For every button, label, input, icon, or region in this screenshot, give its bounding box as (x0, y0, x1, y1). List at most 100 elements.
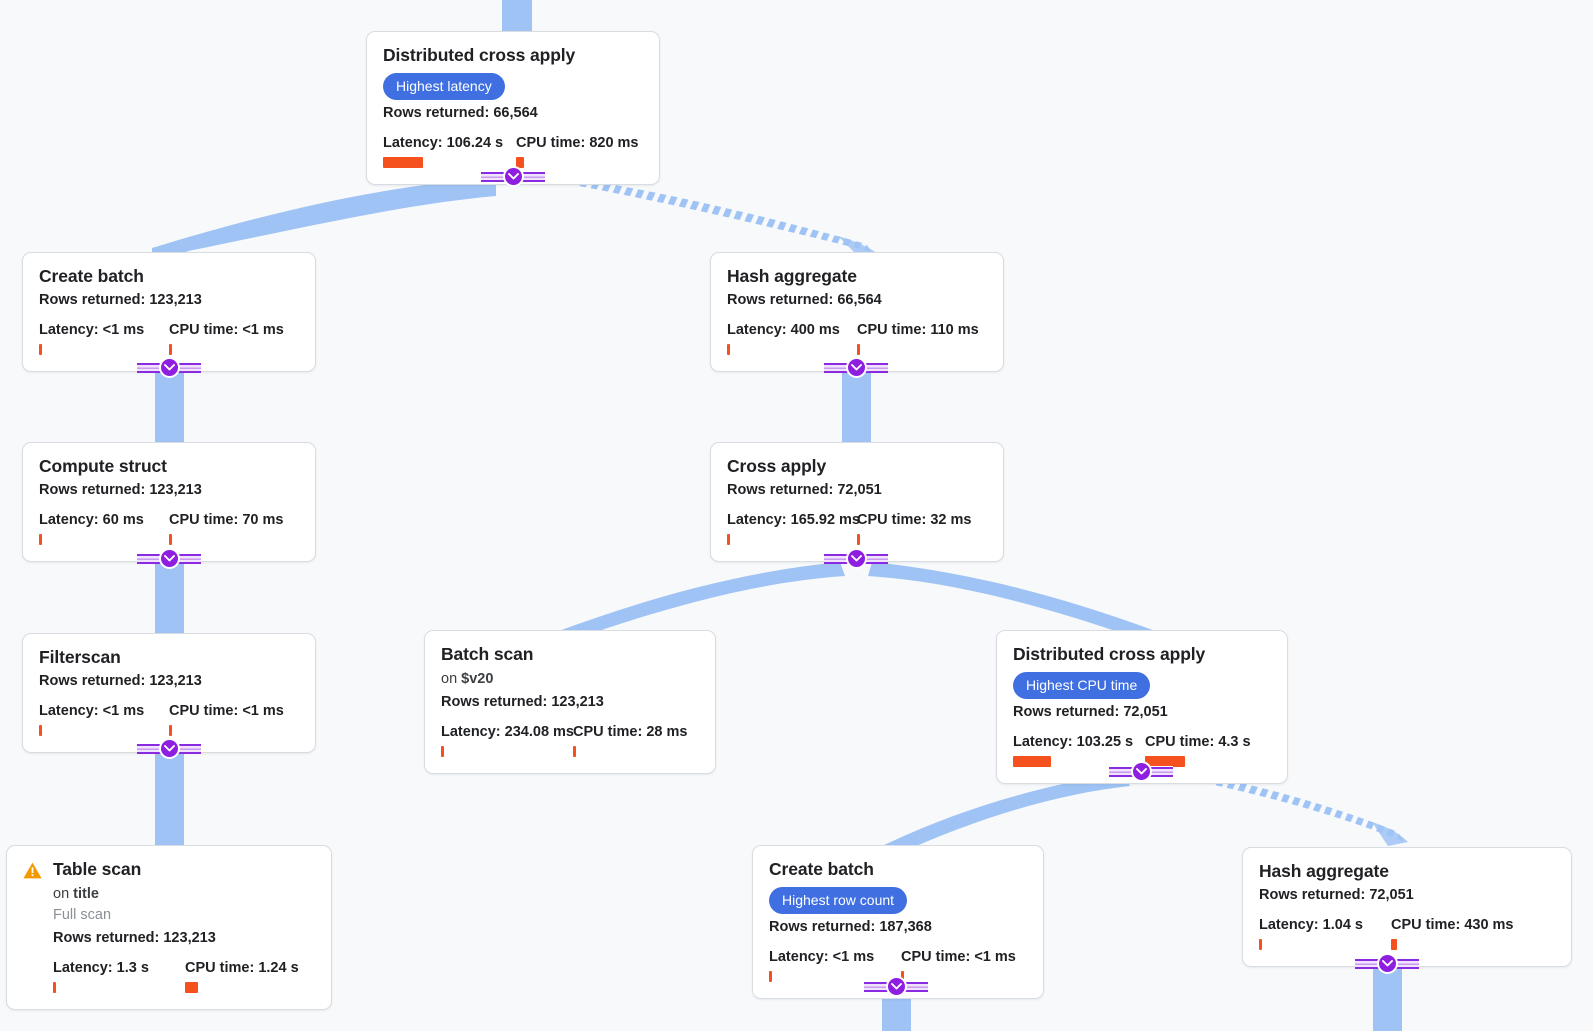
node-rows-returned: Rows returned: 123,213 (53, 929, 216, 946)
metric-latency-bar (39, 533, 42, 545)
metric-cpu: CPU time: 70 ms (169, 512, 283, 545)
metric-cpu-bar (516, 156, 524, 168)
metric-latency-label: Latency: 106.24 s (383, 134, 504, 151)
metric-latency-label: Latency: 103.25 s (1013, 733, 1134, 750)
metric-latency: Latency: 106.24 s (383, 135, 516, 168)
plan-node-distributed-cross-apply-lower[interactable]: Distributed cross apply Highest CPU time… (996, 630, 1288, 784)
chevron-down-icon[interactable] (885, 975, 907, 997)
node-rows-returned: Rows returned: 123,213 (39, 481, 202, 498)
metric-latency-bar (441, 745, 444, 757)
node-metrics: Latency: 103.25 s CPU time: 4.3 s (1013, 734, 1271, 767)
node-rows-returned: Rows returned: 123,213 (39, 291, 202, 308)
node-rows-returned: Rows returned: 123,213 (39, 672, 202, 689)
collapse-toggle-n11[interactable] (1355, 952, 1419, 974)
node-target-prefix: on (53, 885, 74, 902)
metric-latency-label: Latency: 1.04 s (1259, 916, 1363, 933)
metric-cpu: CPU time: <1 ms (169, 322, 284, 355)
chevron-down-icon[interactable] (158, 737, 180, 759)
warning-icon (23, 862, 42, 879)
metric-latency-bar (727, 533, 730, 545)
metric-cpu-label: CPU time: <1 ms (169, 321, 284, 338)
plan-node-batch-scan[interactable]: Batch scan on $v20 Rows returned: 123,21… (424, 630, 716, 774)
node-title: Distributed cross apply (1013, 644, 1206, 664)
metric-cpu: CPU time: 4.3 s (1145, 734, 1251, 767)
plan-node-create-batch-lower[interactable]: Create batch Highest row count Rows retu… (752, 845, 1044, 999)
metric-cpu: CPU time: 820 ms (516, 135, 639, 168)
status-badge: Highest CPU time (1013, 671, 1151, 699)
metric-latency-bar (769, 970, 772, 982)
collapse-toggle-n2[interactable] (137, 356, 201, 378)
plan-node-hash-aggregate-upper[interactable]: Hash aggregate Rows returned: 66,564 Lat… (710, 252, 1004, 372)
node-title: Cross apply (727, 456, 827, 476)
plan-node-cross-apply[interactable]: Cross apply Rows returned: 72,051 Latenc… (710, 442, 1004, 562)
chevron-down-icon[interactable] (845, 356, 867, 378)
collapse-toggle-n6[interactable] (137, 737, 201, 759)
collapse-toggle-n4[interactable] (137, 547, 201, 569)
metric-latency-label: Latency: 400 ms (727, 321, 840, 338)
node-title: Create batch (39, 266, 144, 286)
collapse-toggle-n8[interactable] (1109, 760, 1173, 782)
node-target: on title (53, 884, 315, 905)
plan-node-hash-aggregate-lower[interactable]: Hash aggregate Rows returned: 72,051 Lat… (1242, 847, 1572, 967)
chevron-down-icon[interactable] (502, 165, 524, 187)
node-title: Distributed cross apply (383, 45, 576, 65)
node-metrics: Latency: <1 ms CPU time: <1 ms (39, 322, 299, 355)
chevron-down-icon[interactable] (1376, 952, 1398, 974)
chevron-down-icon[interactable] (158, 356, 180, 378)
metric-latency-label: Latency: <1 ms (39, 702, 145, 719)
node-metrics: Latency: 165.92 ms CPU time: 32 ms (727, 512, 987, 545)
metric-cpu: CPU time: <1 ms (169, 703, 284, 736)
chevron-down-icon[interactable] (845, 547, 867, 569)
chevron-down-icon[interactable] (1130, 760, 1152, 782)
collapse-toggle-n3[interactable] (824, 356, 888, 378)
node-rows-returned: Rows returned: 72,051 (727, 481, 882, 498)
metric-latency-bar (1259, 938, 1262, 950)
metric-latency: Latency: 1.04 s (1259, 917, 1391, 950)
metric-cpu-label: CPU time: 32 ms (857, 511, 972, 528)
metric-latency-label: Latency: 165.92 ms (727, 511, 860, 528)
node-title: Hash aggregate (1259, 861, 1389, 881)
node-title: Table scan (53, 859, 142, 879)
metric-latency: Latency: <1 ms (39, 322, 169, 355)
metric-cpu-label: CPU time: 4.3 s (1145, 733, 1251, 750)
metric-cpu-label: CPU time: <1 ms (901, 948, 1016, 965)
node-rows-returned: Rows returned: 66,564 (727, 291, 882, 308)
metric-cpu-label: CPU time: 70 ms (169, 511, 284, 528)
node-metrics: Latency: 1.04 s CPU time: 430 ms (1259, 917, 1555, 950)
node-target-name: $v20 (461, 670, 494, 687)
node-rows-returned: Rows returned: 72,051 (1259, 886, 1414, 903)
node-metrics: Latency: 60 ms CPU time: 70 ms (39, 512, 299, 545)
plan-node-filterscan[interactable]: Filterscan Rows returned: 123,213 Latenc… (22, 633, 316, 753)
node-target-prefix: on (441, 670, 462, 687)
metric-cpu: CPU time: 28 ms (573, 724, 687, 757)
metric-cpu: CPU time: 32 ms (857, 512, 971, 545)
metric-cpu: CPU time: 110 ms (857, 322, 979, 355)
node-title: Create batch (769, 859, 874, 879)
metric-cpu-label: CPU time: 430 ms (1391, 916, 1514, 933)
node-title: Filterscan (39, 647, 121, 667)
metric-latency-label: Latency: 60 ms (39, 511, 144, 528)
plan-node-table-scan[interactable]: Table scan on title Full scan Rows retur… (6, 845, 332, 1010)
metric-latency-bar (53, 981, 56, 993)
metric-latency: Latency: <1 ms (769, 949, 901, 982)
plan-node-compute-struct[interactable]: Compute struct Rows returned: 123,213 La… (22, 442, 316, 562)
metric-cpu: CPU time: <1 ms (901, 949, 1016, 982)
metric-latency-bar (727, 343, 730, 355)
collapse-toggle-n10[interactable] (864, 975, 928, 997)
chevron-down-icon[interactable] (158, 547, 180, 569)
node-title: Compute struct (39, 456, 167, 476)
metric-cpu-bar (169, 533, 172, 545)
metric-cpu-bar (185, 981, 198, 993)
collapse-toggle-n1[interactable] (481, 165, 545, 187)
metric-cpu-label: CPU time: 28 ms (573, 723, 688, 740)
metric-latency-bar (39, 724, 42, 736)
metric-cpu-label: CPU time: 110 ms (857, 321, 979, 338)
metric-cpu-bar (1145, 755, 1185, 767)
status-badge: Highest latency (383, 72, 505, 100)
collapse-toggle-n5[interactable] (824, 547, 888, 569)
plan-node-create-batch-left[interactable]: Create batch Rows returned: 123,213 Late… (22, 252, 316, 372)
metric-cpu-bar (901, 970, 904, 982)
metric-cpu-bar (1391, 938, 1397, 950)
plan-node-distributed-cross-apply-root[interactable]: Distributed cross apply Highest latency … (366, 31, 660, 185)
